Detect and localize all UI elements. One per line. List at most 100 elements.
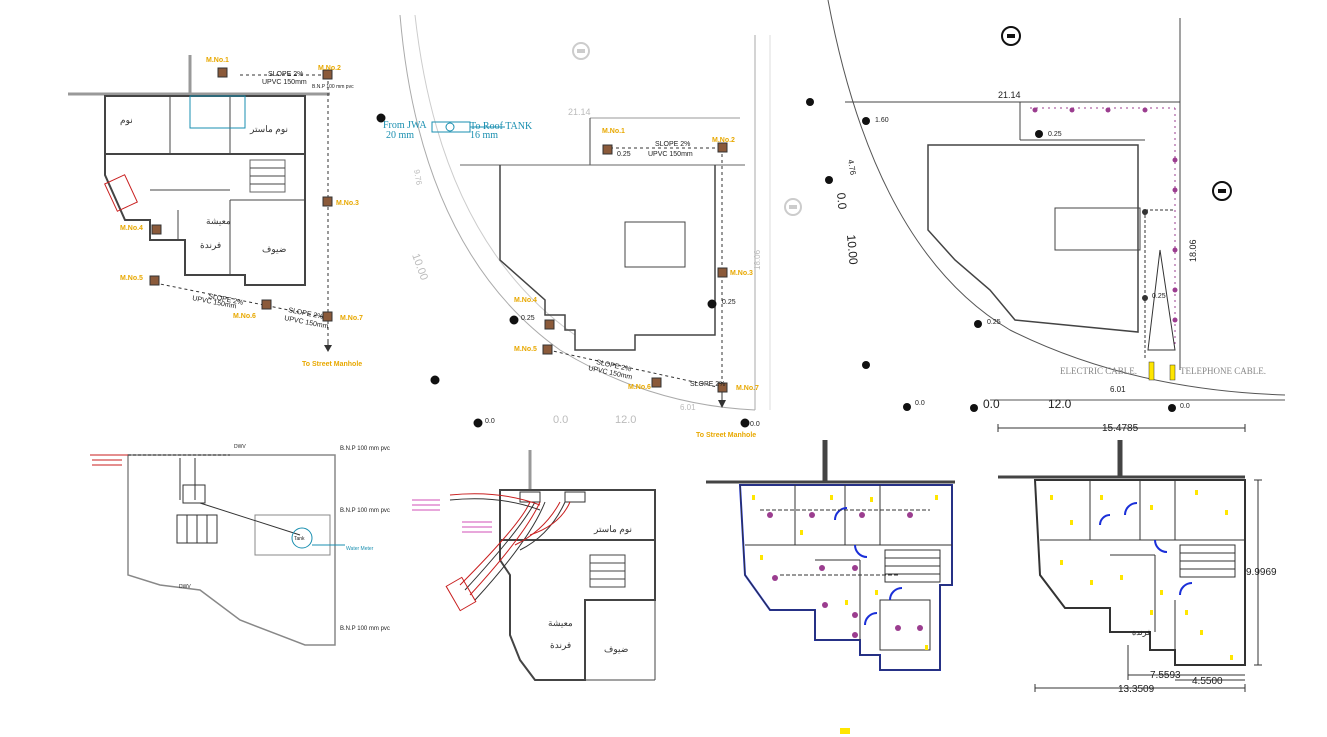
manhole-6 xyxy=(261,299,272,310)
p2-street-10: 10.00 xyxy=(409,252,430,282)
p5-room-guest: ضيوف xyxy=(604,644,628,655)
p4-dwv-1: DWV xyxy=(234,444,246,450)
plan-5-legend xyxy=(412,499,492,533)
p3-level-00a: 0.0 xyxy=(915,400,925,407)
p3-width: 21.14 xyxy=(998,90,1021,100)
p2-slope-3: SLOPE 2% xyxy=(690,381,725,388)
m4-label: M.No.4 xyxy=(120,225,143,232)
plan-2-north-markers xyxy=(572,42,802,216)
p2-pipe-1: UPVC 150mm xyxy=(648,151,693,158)
m2-label: M.No.2 xyxy=(318,65,341,72)
p2-level-025a: 0.25 xyxy=(617,151,631,158)
to-street-label-1: To Street Manhole xyxy=(302,361,362,368)
north-arrow-icon xyxy=(1212,181,1232,201)
p4-water-meter: Water Meter xyxy=(346,546,374,552)
yellow-marker xyxy=(840,728,850,734)
p2-m5: M.No.5 xyxy=(514,346,537,353)
p3-level-00b: 0.0 xyxy=(1180,403,1190,410)
plan-4-legend xyxy=(92,454,122,466)
p7-dim2: 4.5500 xyxy=(1192,676,1223,687)
manhole-5 xyxy=(149,275,160,286)
p3-street-00b: 0.0 xyxy=(834,192,849,210)
plan-7-fixtures xyxy=(1050,490,1233,660)
manhole-1 xyxy=(217,67,228,78)
room-guest: ضيوف xyxy=(262,244,286,255)
p2-street-00: 0.0 xyxy=(553,414,568,426)
p4-bnp-2: B.N.P 100 mm pvc xyxy=(340,508,390,514)
plan-5-labels: نوم ماستر معيشة فرندة ضيوف xyxy=(548,524,632,655)
manhole-4 xyxy=(151,224,162,235)
p2-level-025c: 0.25 xyxy=(722,299,736,306)
plan-6-fixtures xyxy=(767,512,923,638)
p3-street-10: 10.00 xyxy=(844,234,861,265)
to-street-label-2: To Street Manhole xyxy=(696,432,756,439)
site-width-label: 21.14 xyxy=(568,107,591,117)
p3-street-00: 0.0 xyxy=(983,397,1000,411)
p3-bottom: 6.01 xyxy=(1110,385,1126,394)
manhole-2 xyxy=(322,69,333,80)
plan-2-site xyxy=(399,14,771,411)
plan-3-electric xyxy=(827,0,1286,401)
electric-cable-label: ELECTRIC CABLE. xyxy=(1060,366,1137,376)
room-bed: نوم xyxy=(120,115,133,126)
room-master: نوم ماستر xyxy=(249,124,288,135)
p7-dim3: 13.3509 xyxy=(1118,684,1155,695)
p3-level-025a: 0.25 xyxy=(1048,131,1062,138)
p2-left-dim: 9.76 xyxy=(412,169,424,186)
p7-width: 15.4785 xyxy=(1102,423,1139,434)
m1-label: M.No.1 xyxy=(206,57,229,64)
bnp-label-1: B.N.P 100 mm pvc xyxy=(312,84,354,90)
room-veranda: فرندة xyxy=(200,240,221,251)
plan-3-points xyxy=(1032,107,1178,381)
room-living: معيشة xyxy=(206,216,231,226)
plan-5-water-supply xyxy=(499,450,656,681)
p3-street-12: 12.0 xyxy=(1048,397,1072,411)
p2-side: 18.06 xyxy=(753,249,762,270)
p5-room-living: معيشة xyxy=(548,618,573,628)
p2-street-12: 12.0 xyxy=(615,414,636,426)
plan-4-labels: DWV DWV B.N.P 100 mm pvc B.N.P 100 mm pv… xyxy=(179,444,390,632)
plan-3-level-markers xyxy=(806,26,1232,412)
p2-m4: M.No.4 xyxy=(514,297,537,304)
p3-side: 18.06 xyxy=(1188,239,1198,262)
pipe-label-1: UPVC 150mm xyxy=(262,79,307,86)
p2-m6: M.No.6 xyxy=(628,384,651,391)
p7-room: فرندة xyxy=(1132,628,1151,637)
north-arrow-icon xyxy=(572,42,590,60)
plan-1-manholes xyxy=(149,67,333,322)
m5-label: M.No.5 xyxy=(120,275,143,282)
p3-level-160: 1.60 xyxy=(875,117,889,124)
plan-2-manholes xyxy=(542,142,728,393)
plan-6-electrical xyxy=(706,440,955,671)
p2-side2: 6.01 xyxy=(680,403,696,412)
p2-m2: M.No.2 xyxy=(712,137,735,144)
manhole-3 xyxy=(322,196,333,207)
p2-m1: M.No.1 xyxy=(602,128,625,135)
p2-level-00a: 0.0 xyxy=(485,418,495,425)
p2-level-00b: 0.0 xyxy=(750,421,760,428)
p4-dwv-2: DWV xyxy=(179,584,191,590)
plan-7-labels: 15.4785 9.9969 7.5593 4.5500 13.3509 فرن… xyxy=(1102,423,1277,695)
p5-room-veranda: فرندة xyxy=(550,640,571,651)
p2-slope-1: SLOPE 2% xyxy=(655,141,690,148)
p4-tank: Tank xyxy=(294,536,305,542)
slope-label-1: SLOPE 2% xyxy=(268,71,303,78)
p4-bnp-3: B.N.P 100 mm pvc xyxy=(340,626,390,632)
p2-m7: M.No.7 xyxy=(736,385,759,392)
manhole-7 xyxy=(322,311,333,322)
p3-level-025c: 0.25 xyxy=(1152,293,1166,300)
plan-5-pipes xyxy=(445,493,571,612)
plan-2-level-markers xyxy=(376,113,750,428)
m6-label: M.No.6 xyxy=(233,313,256,320)
p7-dim1: 7.5593 xyxy=(1150,670,1181,681)
p7-height: 9.9969 xyxy=(1246,567,1277,578)
plan-4-roof xyxy=(90,454,345,646)
p2-level-025b: 0.25 xyxy=(521,315,535,322)
telephone-cable-label: TELEPHONE CABLE. xyxy=(1180,366,1266,376)
roof-size-label: 16 mm xyxy=(470,130,498,141)
plan-2-labels: From JWA 20 mm To Roof TANK 16 mm 21.14 … xyxy=(383,107,762,439)
p2-m3: M.No.3 xyxy=(730,270,753,277)
m3-label: M.No.3 xyxy=(336,200,359,207)
plan-7-dimensions xyxy=(997,424,1262,692)
